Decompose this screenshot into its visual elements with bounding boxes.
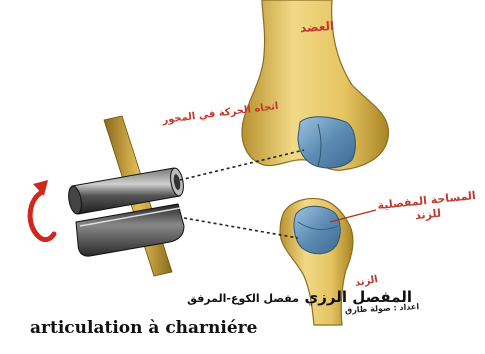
ulna-bone [280, 199, 353, 326]
trochlea-cartilage [298, 117, 355, 168]
curved-arrow-icon [30, 180, 54, 240]
ulna-articular-cartilage [294, 206, 340, 254]
french-title: articulation à charniére [30, 318, 257, 338]
arabic-title: المفصل الرزي مفصل الكوع-المرفق [102, 287, 412, 306]
arabic-title-sub: مفصل الكوع-المرفق [187, 292, 299, 305]
guide-line-upper [180, 150, 304, 180]
label-humerus: العضد [300, 19, 335, 35]
